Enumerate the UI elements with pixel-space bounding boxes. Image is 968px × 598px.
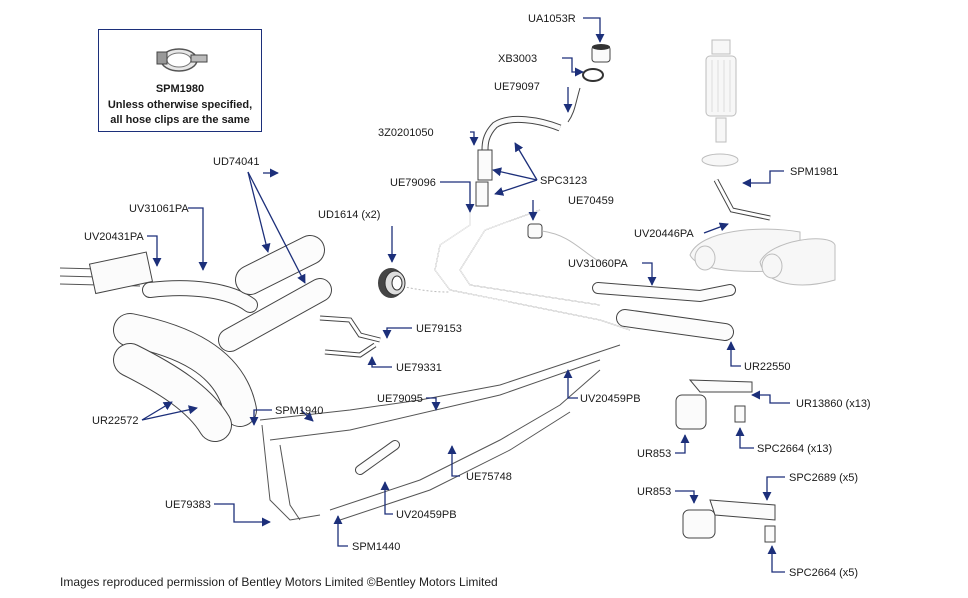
valve-ue70459	[527, 223, 601, 263]
label-spc3123: SPC3123	[540, 175, 587, 187]
label-spm1440: SPM1440	[352, 541, 400, 553]
hose-ue79097	[567, 87, 581, 123]
seal-xb3003	[582, 68, 604, 82]
label-ue79383: UE79383	[165, 499, 211, 511]
hose-uv31060pa	[592, 282, 736, 303]
hose-spc3123-loop	[475, 116, 562, 207]
fuel-pumps	[689, 228, 836, 286]
label-ur22550: UR22550	[744, 361, 790, 373]
hose-ue79095	[355, 440, 400, 475]
label-3z0201050: 3Z0201050	[378, 127, 434, 139]
fuel-filter-assembly	[701, 39, 739, 167]
label-ua1053r: UA1053R	[528, 13, 576, 25]
label-ur853-a: UR853	[637, 448, 671, 460]
bracket-ur853-b	[682, 499, 776, 543]
hose-ud74041	[218, 235, 332, 352]
copyright-notice: Images reproduced permission of Bentley …	[60, 575, 498, 589]
hose-clip-icon	[156, 48, 208, 72]
label-uv31061pa: UV31061PA	[129, 203, 189, 215]
pipe-uv20446pa	[713, 178, 771, 221]
label-uv31060pa: UV31060PA	[568, 258, 628, 270]
label-uv20431pa: UV20431PA	[84, 231, 144, 243]
label-uv20459pb-bottom: UV20459PB	[396, 509, 457, 521]
hose-clip-note-box: SPM1980 Unless otherwise specified, all …	[98, 29, 262, 132]
leader-lines	[141, 17, 790, 573]
label-spc2664-b: SPC2664 (x5)	[789, 567, 858, 579]
grommet-ud1614	[378, 268, 406, 298]
label-spm1940: SPM1940	[275, 405, 323, 417]
label-ue79095: UE79095	[377, 393, 423, 405]
label-ur853-b: UR853	[637, 486, 671, 498]
label-uv20446pa: UV20446PA	[634, 228, 694, 240]
vent-pipe-run	[394, 209, 631, 331]
label-ue79331: UE79331	[396, 362, 442, 374]
hose-ur22550	[616, 309, 734, 341]
label-ue79097: UE79097	[494, 81, 540, 93]
label-uv20459pb-top: UV20459PB	[580, 393, 641, 405]
cap-ua1053r	[591, 44, 611, 63]
label-spc2664-a: SPC2664 (x13)	[757, 443, 832, 455]
label-spc2689: SPC2689 (x5)	[789, 472, 858, 484]
part-labels: UA1053R XB3003 UE79097 3Z0201050 SPC3123…	[84, 13, 871, 579]
label-ud74041: UD74041	[213, 156, 259, 168]
pipe-ue79331	[324, 342, 377, 358]
note-line-2: all hose clips are the same	[110, 114, 250, 126]
label-ue75748: UE75748	[466, 471, 512, 483]
note-code: SPM1980	[155, 83, 205, 95]
pipe-ue79153	[319, 315, 381, 343]
bracket-ur853-a	[675, 379, 753, 430]
label-ue79096: UE79096	[390, 177, 436, 189]
label-ud1614: UD1614 (x2)	[318, 209, 380, 221]
note-line-1: Unless otherwise specified,	[107, 99, 253, 111]
label-ur13860: UR13860 (x13)	[796, 398, 871, 410]
hoses-ur22572	[113, 313, 257, 442]
label-xb3003: XB3003	[498, 53, 537, 65]
label-ur22572: UR22572	[92, 415, 138, 427]
hose-uv31061pa	[142, 280, 258, 313]
fuel-rail-pipes	[259, 344, 621, 521]
label-ue79153: UE79153	[416, 323, 462, 335]
pipe-uv20431pa	[59, 251, 154, 295]
label-spm1981: SPM1981	[790, 166, 838, 178]
label-ue70459: UE70459	[568, 195, 614, 207]
